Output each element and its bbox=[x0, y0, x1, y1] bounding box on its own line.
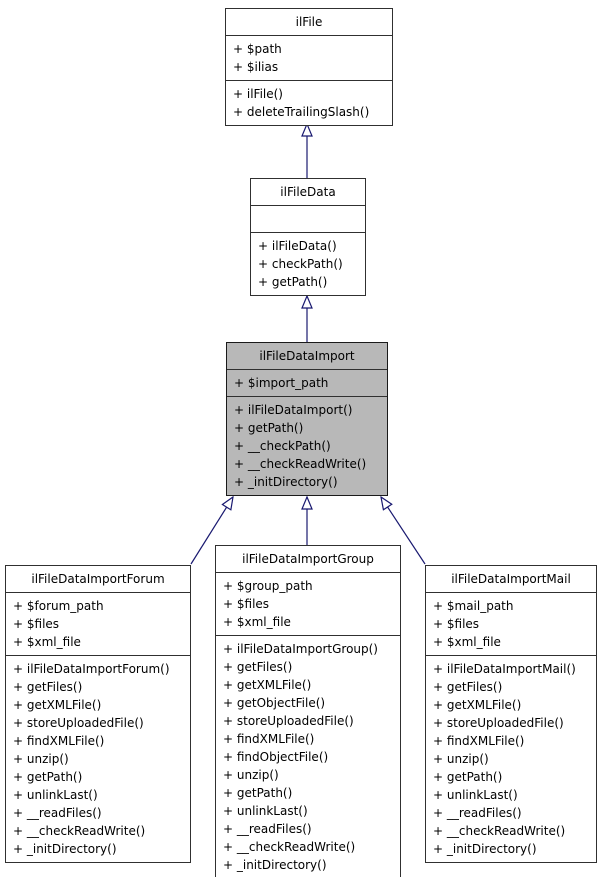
class-box-ilfiledataimport[interactable]: ilFileDataImport + $import_path + ilFile… bbox=[226, 342, 388, 496]
member-row: + findXMLFile() bbox=[223, 732, 315, 746]
class-box-importgroup[interactable]: ilFileDataImportGroup + $group_path + $fi… bbox=[215, 545, 401, 877]
member-row: + getXMLFile() bbox=[223, 678, 312, 692]
class-box-importmail[interactable]: ilFileDataImportMail + $mail_path + $file… bbox=[425, 565, 597, 863]
attributes-section: + $mail_path + $files + $xml_file bbox=[426, 592, 596, 655]
member-row: + unzip() bbox=[433, 752, 489, 766]
methods-section: + ilFile() + deleteTrailingSlash() bbox=[226, 80, 392, 125]
member-row: + getXMLFile() bbox=[433, 698, 522, 712]
member-row: + ilFileDataImportMail() bbox=[433, 662, 576, 676]
class-title[interactable]: ilFile bbox=[295, 15, 323, 29]
attributes-section: + $path + $ilias bbox=[226, 35, 392, 80]
member-row: + __readFiles() bbox=[223, 822, 312, 836]
methods-section: + ilFileDataImport() + getPath() + __check… bbox=[227, 396, 387, 495]
member-row: + storeUploadedFile() bbox=[433, 716, 564, 730]
member-row: + getFiles() bbox=[433, 680, 503, 694]
member-row: + $xml_file bbox=[13, 635, 81, 649]
member-row: + _initDirectory() bbox=[223, 858, 327, 872]
class-title[interactable]: ilFileDataImportForum bbox=[31, 572, 165, 586]
member-row: + __checkReadWrite() bbox=[433, 824, 566, 838]
member-row: + $path bbox=[233, 42, 282, 56]
class-title[interactable]: ilFileData bbox=[280, 185, 336, 199]
attributes-section: + $import_path bbox=[227, 369, 387, 396]
member-row: + __checkReadWrite() bbox=[223, 840, 356, 854]
methods-section: + ilFileDataImportForum() + getFiles() + g… bbox=[6, 655, 190, 862]
methods-section: + ilFileData() + checkPath() + getPath() bbox=[251, 232, 365, 295]
member-row: + findObjectFile() bbox=[223, 750, 329, 764]
member-row: + __checkPath() bbox=[234, 439, 331, 453]
member-row: + deleteTrailingSlash() bbox=[233, 105, 370, 119]
attributes-section: + $group_path + $files + $xml_file bbox=[216, 572, 400, 635]
member-row: + getPath() bbox=[13, 770, 83, 784]
class-title[interactable]: ilFileDataImportGroup bbox=[242, 552, 374, 566]
member-row: + getXMLFile() bbox=[13, 698, 102, 712]
class-title[interactable]: ilFileDataImportMail bbox=[451, 572, 571, 586]
member-row: + _initDirectory() bbox=[234, 475, 338, 489]
member-row: + $files bbox=[433, 617, 480, 631]
member-row: + getPath() bbox=[223, 786, 293, 800]
member-row: + __checkReadWrite() bbox=[234, 457, 367, 471]
member-row: + getFiles() bbox=[13, 680, 83, 694]
methods-section: + ilFileDataImportMail() + getFiles() + ge… bbox=[426, 655, 596, 862]
member-row: + ilFileDataImportGroup() bbox=[223, 642, 378, 656]
member-row: + $forum_path bbox=[13, 599, 104, 613]
member-row: + getFiles() bbox=[223, 660, 293, 674]
member-row: + $xml_file bbox=[223, 615, 291, 629]
member-row: + getPath() bbox=[433, 770, 503, 784]
member-row: + getObjectFile() bbox=[223, 696, 326, 710]
member-row: + unlinkLast() bbox=[13, 788, 98, 802]
member-row: + ilFileDataImport() bbox=[234, 403, 353, 417]
member-row: + ilFileData() bbox=[258, 239, 337, 253]
member-row: + $ilias bbox=[233, 60, 279, 74]
member-row: + $files bbox=[13, 617, 60, 631]
class-box-ilfiledata[interactable]: ilFileData + ilFileData()+ checkPath()+ … bbox=[250, 178, 366, 296]
member-row: + $group_path bbox=[223, 579, 313, 593]
methods-section: + ilFileDataImportGroup() + getFiles() + g… bbox=[216, 635, 400, 877]
class-box-ilfile[interactable]: ilFile + $path + $ilias + ilFile() + delet… bbox=[225, 8, 393, 126]
member-row: + ilFile() bbox=[233, 87, 283, 101]
member-row: + __readFiles() bbox=[13, 806, 102, 820]
member-row: + getPath() bbox=[234, 421, 304, 435]
member-row: + $mail_path bbox=[433, 599, 514, 613]
member-row: + _initDirectory() bbox=[433, 842, 537, 856]
member-row: + $xml_file bbox=[433, 635, 501, 649]
member-row: + checkPath() bbox=[258, 257, 343, 271]
member-row: + $import_path bbox=[234, 376, 329, 390]
member-row: + __checkReadWrite() bbox=[13, 824, 146, 838]
member-row: + $files bbox=[223, 597, 270, 611]
member-row: + ilFileDataImportForum() bbox=[13, 662, 170, 676]
member-row: + unlinkLast() bbox=[223, 804, 308, 818]
attributes-section bbox=[251, 205, 365, 232]
member-row: + unlinkLast() bbox=[433, 788, 518, 802]
member-row: + findXMLFile() bbox=[13, 734, 105, 748]
class-title[interactable]: ilFileDataImport bbox=[259, 349, 355, 363]
member-row: + _initDirectory() bbox=[13, 842, 117, 856]
member-row: + getPath() bbox=[258, 275, 328, 289]
member-row: + unzip() bbox=[223, 768, 279, 782]
attributes-section: + $forum_path + $files + $xml_file bbox=[6, 592, 190, 655]
member-row: + findXMLFile() bbox=[433, 734, 525, 748]
member-row: + __readFiles() bbox=[433, 806, 522, 820]
member-row: + storeUploadedFile() bbox=[13, 716, 144, 730]
member-row: + storeUploadedFile() bbox=[223, 714, 354, 728]
class-box-importforum[interactable]: ilFileDataImportForum + $forum_path + $fi… bbox=[5, 565, 191, 863]
member-row: + unzip() bbox=[13, 752, 69, 766]
